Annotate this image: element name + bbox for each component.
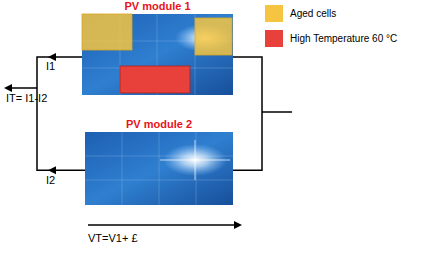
arrow-head [4,84,12,92]
module-label: PV module 1 [122,0,192,13]
pv-panel [82,14,235,95]
arrow-head [48,166,56,174]
pv-module: PV module 1 [82,0,233,95]
terminal-wire [262,111,292,113]
arrow-head [48,53,56,61]
module-label: PV module 2 [124,118,194,131]
current-label: IT= I1-I2 [6,92,47,105]
arrow-head [234,221,242,229]
legend-text: Aged cells [290,8,336,20]
current-label: I2 [46,174,55,187]
legend-text: High Temperature 60 °C [290,33,397,45]
pv-panel [85,132,233,205]
legend-swatch [265,30,283,47]
wire-connector [233,57,262,170]
pv-module: PV module 2 [85,118,233,205]
wire-connector [37,57,85,170]
legend-swatch [265,5,283,22]
current-label: I1 [46,60,55,73]
current-label: VT=V1+ £ [88,232,138,245]
voltage-arrow [88,224,236,226]
